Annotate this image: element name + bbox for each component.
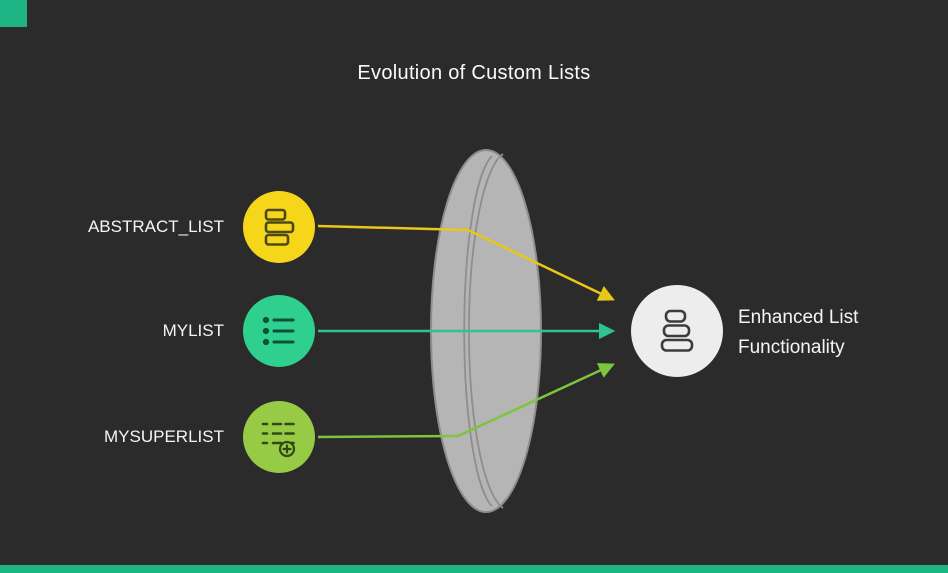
diagram-title: Evolution of Custom Lists xyxy=(357,62,591,84)
bottom-accent-bar xyxy=(0,565,948,573)
stacked-bars-icon xyxy=(660,309,694,352)
mysuperlist-node xyxy=(243,401,315,473)
arrow-mysuperlist xyxy=(317,363,615,439)
mylist-node xyxy=(243,295,315,367)
dashed-list-plus-icon xyxy=(261,422,296,458)
arrow-abstract-list xyxy=(317,224,615,301)
bullet-list-icon xyxy=(262,316,295,346)
enhanced-list-label-line1: Enhanced List xyxy=(738,307,859,328)
corner-accent-square xyxy=(0,0,27,27)
abstract-list-label: ABSTRACT_LIST xyxy=(87,217,224,236)
mylist-label: MYLIST xyxy=(162,321,224,340)
mysuperlist-label: MYSUPERLIST xyxy=(104,427,224,446)
abstract-list-node xyxy=(243,191,315,263)
enhanced-list-label-line2: Functionality xyxy=(738,337,845,358)
list-bars-icon xyxy=(264,208,295,246)
enhanced-list-node xyxy=(631,285,723,377)
enhanced-list-label: Enhanced List Functionality xyxy=(738,303,858,363)
